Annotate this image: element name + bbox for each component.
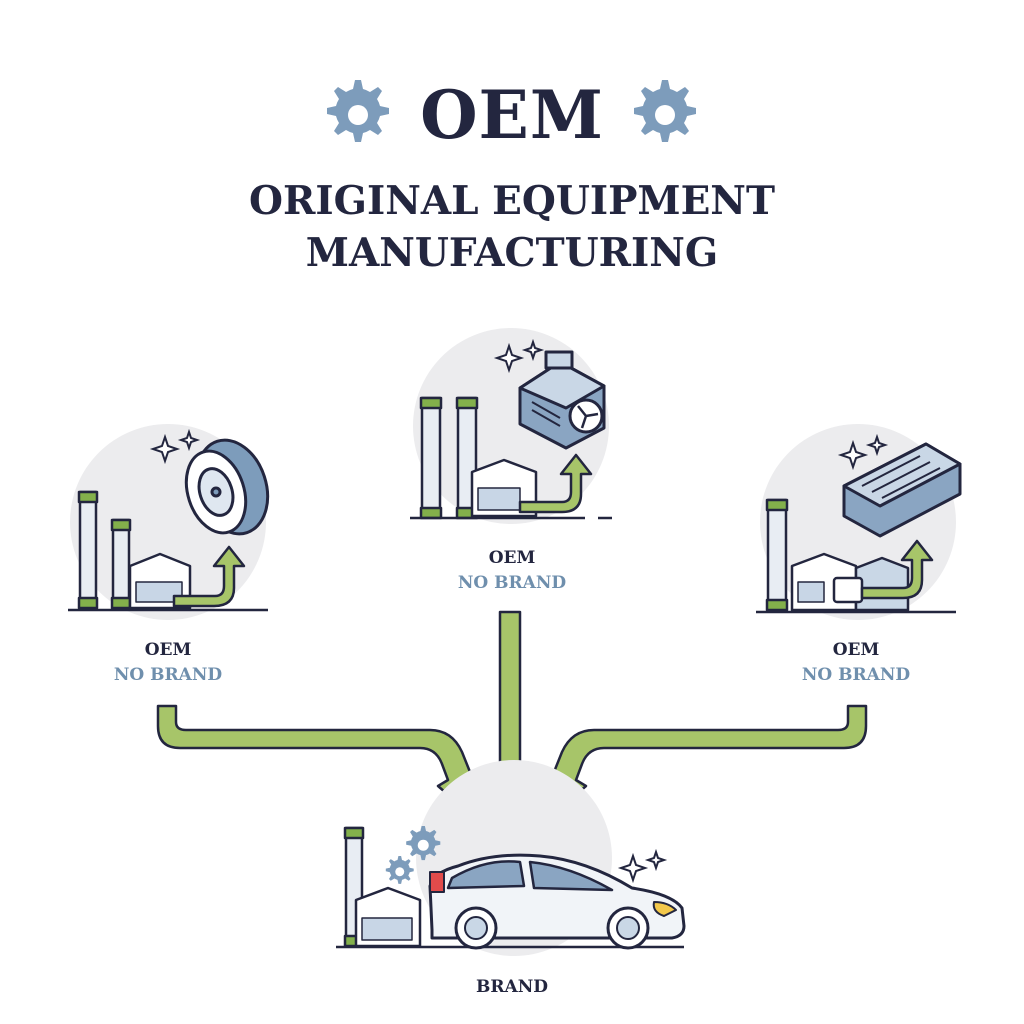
sparkle-icon: [149, 428, 201, 465]
tire-icon: [184, 438, 270, 536]
supplier-engine-label: OEM: [488, 548, 536, 568]
engine-icon: [518, 350, 606, 450]
gear-icon: [385, 856, 414, 884]
supplier-tire: [68, 424, 270, 620]
supplier-engine-sublabel: NO BRAND: [457, 573, 567, 593]
supplier-tire-sublabel: NO BRAND: [113, 665, 223, 685]
page-subtitle-line1: ORIGINAL EQUIPMENT: [249, 178, 775, 224]
sparkle-icon: [837, 433, 889, 471]
sparkle-icon: [493, 338, 545, 374]
arrow-right-to-brand: [542, 704, 868, 816]
page-subtitle-line2: MANUFACTURING: [305, 230, 719, 276]
supplier-engine: [410, 328, 612, 524]
sparkle-icon: [617, 848, 668, 884]
page-title: OEM: [420, 76, 604, 154]
factory-icon: [68, 490, 268, 612]
gear-icon: [406, 826, 441, 861]
supplier-battery-sublabel: NO BRAND: [801, 665, 911, 685]
arrow-left-to-brand: [156, 704, 482, 816]
battery-icon: [842, 442, 962, 538]
brand-label: BRAND: [476, 977, 548, 997]
brand-car-maker: [336, 760, 686, 956]
supplier-battery-label: OEM: [832, 640, 880, 660]
factory-icon: [336, 826, 684, 949]
up-arrow: [518, 453, 593, 514]
car-icon: [428, 853, 686, 950]
supplier-battery: [756, 424, 962, 620]
up-arrow: [172, 545, 246, 608]
factory-icon: [410, 396, 612, 520]
up-arrow: [860, 539, 934, 600]
supplier-tire-label: OEM: [144, 640, 192, 660]
